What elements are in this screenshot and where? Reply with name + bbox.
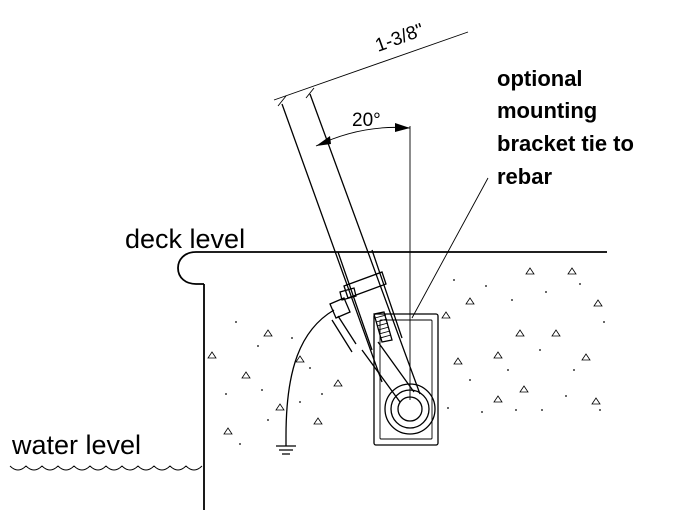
dimension-annotation [273,31,489,400]
water-surface [9,465,203,471]
aggregate-dot [539,349,541,351]
aggregate-mark [515,329,525,337]
aggregate-dot [545,291,547,293]
note-line-4: rebar [497,164,552,189]
aggregate-mark [567,267,577,275]
aggregate-mark [207,351,217,359]
aggregate-dot [469,379,471,381]
bonding-assembly [276,287,357,455]
aggregate-dot [447,407,449,409]
aggregate-dot [481,411,483,413]
rail-tube-wedge-thread [374,314,392,339]
aggregate-mark [581,353,591,361]
aggregate-dot [603,321,605,323]
aggregate-dot [235,321,237,323]
bonding-lug [339,287,357,301]
anchor-pivot-inner [397,396,423,422]
water-level-label: water level [11,430,141,460]
dimension-tick-left [277,95,287,107]
aggregate-mark [295,355,305,363]
rail-tube-lower-sleeve-left [337,251,373,351]
aggregate-mark [223,427,233,435]
aggregate-mark [441,311,451,319]
aggregate-mark [493,351,503,359]
rail-tube-link [361,341,415,403]
aggregate-dot [261,389,263,391]
anchor-socket-inner [379,319,433,440]
aggregate-mark [591,397,601,405]
angle-arrow-left [316,136,331,146]
aggregate-dot [299,401,301,403]
angle-label: 20° [352,110,381,131]
aggregate-mark [453,357,463,365]
aggregate-dot [321,393,323,395]
aggregate-mark [465,297,475,305]
concrete-aggregate-hatch [207,267,605,445]
note-leader-line [411,177,489,319]
aggregate-dot [515,409,517,411]
note-line-2: mounting [497,98,597,123]
aggregate-dot [239,443,241,445]
aggregate-mark [241,371,251,379]
note-line-3: bracket tie to [497,131,634,156]
deck-level-label: deck level [125,224,245,254]
rail-tube [281,93,421,403]
aggregate-dot [453,279,455,281]
aggregate-mark [275,403,285,411]
rail-tube-lower-sleeve-right [371,249,403,339]
anchor-socket-body [373,313,439,446]
rail-tube-wedge [373,311,393,343]
aggregate-dot [309,367,311,369]
aggregate-dot [565,395,567,397]
aggregate-mark [333,379,343,387]
aggregate-dot [507,369,509,371]
aggregate-mark [593,299,603,307]
aggregate-dot [541,409,543,411]
aggregate-dot [511,299,513,301]
rail-tube-collar [343,271,387,299]
aggregate-dot [485,285,487,287]
rail-tube-left-edge [281,103,383,383]
ground-symbol [276,436,296,455]
aggregate-mark [263,329,273,337]
dimension-width-label: 1-3/8" [373,20,427,57]
coping-bullnose [177,251,204,285]
dimension-line [273,31,469,101]
aggregate-mark [519,385,529,393]
aggregate-dot [225,393,227,395]
aggregate-mark [493,395,503,403]
bonding-clamp [329,297,357,353]
note-line-1: optional [497,66,583,91]
aggregate-mark [313,417,323,425]
aggregate-mark [551,329,561,337]
aggregate-dot [599,409,601,411]
aggregate-dot [257,345,259,347]
aggregate-dot [267,419,269,421]
angle-arrow-right [395,123,410,132]
aggregate-dot [579,283,581,285]
aggregate-dot [573,369,575,371]
aggregate-dot [291,337,293,339]
aggregate-mark [525,267,535,275]
dimension-tick-right [305,87,315,99]
bonding-wire [285,309,335,437]
pool-wall [177,251,607,510]
